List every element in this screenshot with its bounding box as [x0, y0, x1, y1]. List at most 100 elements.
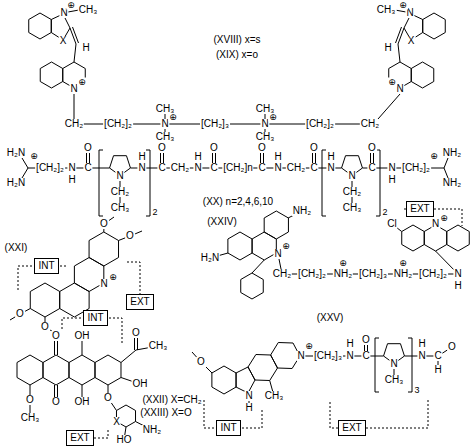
region-label: INT	[84, 311, 107, 325]
compound-label: (XIX) x=o	[215, 50, 259, 60]
atom-label: [CH₂]₃	[358, 269, 388, 279]
atom-label: H	[273, 152, 282, 162]
atom-label: H	[383, 43, 392, 53]
atom-label: OH	[132, 379, 149, 389]
atom-label: C	[157, 163, 166, 173]
atom-label: O	[83, 143, 93, 153]
compound-label: (XX) n=2,4,6,10	[202, 197, 274, 207]
atom-label: X	[407, 36, 416, 46]
atom-label: N	[326, 163, 335, 173]
atom-label: 2	[381, 208, 388, 217]
atom-label: CH₃	[155, 132, 176, 142]
atom-label: CH₃	[384, 375, 405, 385]
atom-label: H₂N	[6, 178, 26, 188]
atom-label: NH₂	[333, 269, 353, 279]
compound-label: (XXII) X=CH₂	[141, 395, 202, 405]
atom-label: X	[59, 36, 68, 46]
ring	[264, 211, 288, 239]
atom-label: C	[257, 163, 266, 173]
atom-label: O	[51, 397, 61, 407]
dotted-bracket	[18, 209, 462, 438]
atom-label: NH₂	[142, 425, 162, 435]
region-box: INT	[34, 258, 59, 274]
region-label: EXT	[67, 431, 93, 445]
atom-label: C	[83, 163, 92, 173]
atom-label: ⊕	[29, 152, 39, 161]
atom-label: H	[387, 175, 396, 185]
atom-label: ⊕	[66, 1, 76, 10]
atom-label: CH₂	[272, 269, 292, 279]
atom-label: 2	[151, 208, 158, 217]
atom-label: NH₂	[442, 178, 462, 188]
atom-label: CH₂	[64, 119, 84, 129]
compound-label: (XXIII) X=O	[139, 408, 192, 418]
atom-label: H	[417, 339, 426, 349]
atom-label: N	[99, 279, 108, 289]
atom-label: O	[309, 143, 319, 153]
atom-label: CH₂	[110, 187, 130, 197]
atom-label: H₂N	[200, 253, 220, 263]
atom-label: [CH₂]₂	[103, 119, 133, 129]
atom-label: O	[196, 357, 206, 367]
atom-label: H	[433, 365, 442, 375]
atom-label: H	[193, 152, 202, 162]
compound-label: (XXI)	[4, 243, 29, 253]
atom-label: ⊕	[108, 273, 118, 282]
ring	[241, 273, 264, 299]
atom-label: CH₃	[342, 203, 363, 213]
atom-label: O	[209, 143, 219, 153]
ring	[69, 355, 95, 385]
ring	[236, 367, 255, 393]
atom-label: O	[157, 143, 167, 153]
ring	[423, 13, 446, 39]
atom-label: CH₂	[360, 119, 380, 129]
atom-label: H	[326, 152, 335, 162]
compound-label: (XVIII) x=s	[213, 35, 262, 45]
atom-label: NH₂	[292, 206, 312, 216]
atom-label: OH	[74, 331, 91, 341]
atom-label: CH₃	[110, 203, 131, 213]
atom-label: X	[112, 417, 121, 427]
atom-label: H	[453, 281, 462, 291]
atom-label: ⊕	[439, 214, 449, 223]
ring	[212, 366, 236, 394]
atom-label: ⊕	[398, 259, 408, 268]
atom-label: ⊕	[398, 1, 408, 10]
atom-label: C	[367, 163, 376, 173]
atom-label: N	[417, 351, 426, 361]
region-label: INT	[35, 259, 58, 273]
atom-label: N	[405, 8, 414, 18]
region-box: INT	[216, 420, 241, 436]
atom-label: N	[453, 269, 462, 279]
atom-label: N	[345, 351, 354, 361]
atom-label: OH	[74, 397, 91, 407]
atom-label: CH₂	[286, 163, 306, 173]
bond-lines	[10, 10, 458, 440]
atom-label: [CH₂]₂	[297, 269, 327, 279]
atom-label: H	[345, 339, 354, 349]
atom-label: NH₂	[442, 148, 462, 158]
atom-label: CH₂	[170, 163, 190, 173]
atom-label: ⊕	[338, 259, 348, 268]
compound-label: (XXV)	[316, 313, 345, 323]
atom-label: O	[25, 395, 35, 405]
atom-label: ⊕	[304, 342, 314, 351]
atom-label: H	[137, 152, 146, 162]
ring	[40, 62, 63, 88]
atom-label: N	[59, 8, 68, 18]
ring	[95, 355, 121, 385]
atom-label: [CH₂]₂	[418, 269, 448, 279]
atom-label: CH₂	[342, 187, 362, 197]
ring	[248, 355, 278, 381]
region-box: EXT	[338, 420, 366, 436]
atom-label: O	[51, 331, 61, 341]
atom-label: N	[193, 163, 202, 173]
atom-label: O	[99, 219, 109, 229]
atom-label: O	[367, 143, 377, 153]
atom-label: CH₃	[255, 132, 276, 142]
region-box: EXT	[66, 430, 94, 446]
ring	[402, 225, 425, 251]
atom-label: O	[15, 309, 25, 319]
atom-label: N	[273, 249, 282, 259]
